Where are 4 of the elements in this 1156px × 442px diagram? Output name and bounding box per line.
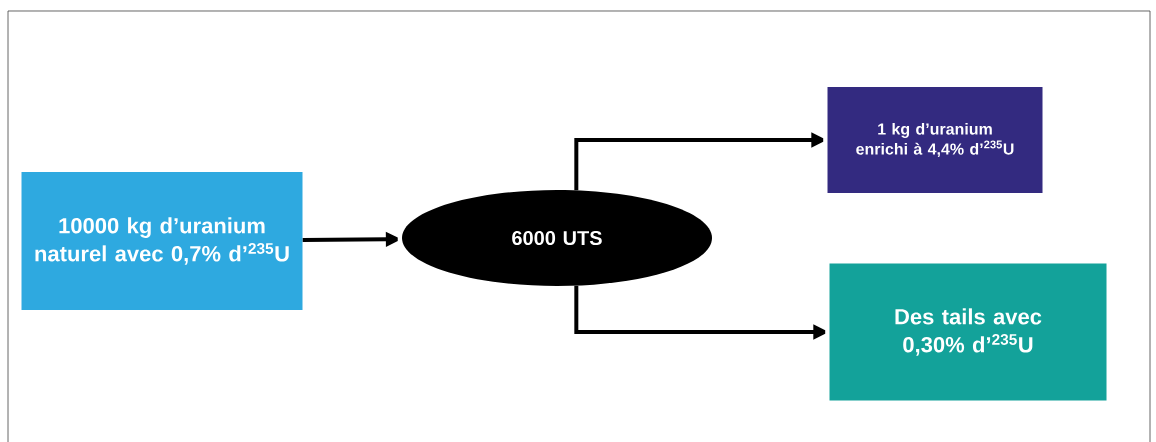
process-box: Des tails avec 0,30% d’$^{235}$U [829,263,1107,401]
arrow [574,132,825,191]
process-box: 1 kg d’uranium enrichi à 4,4% d’$^{235}$U [827,87,1043,193]
process-box: 10000 kg d’uranium naturel avec 0,7% d’$^{235}$U [21,172,303,310]
